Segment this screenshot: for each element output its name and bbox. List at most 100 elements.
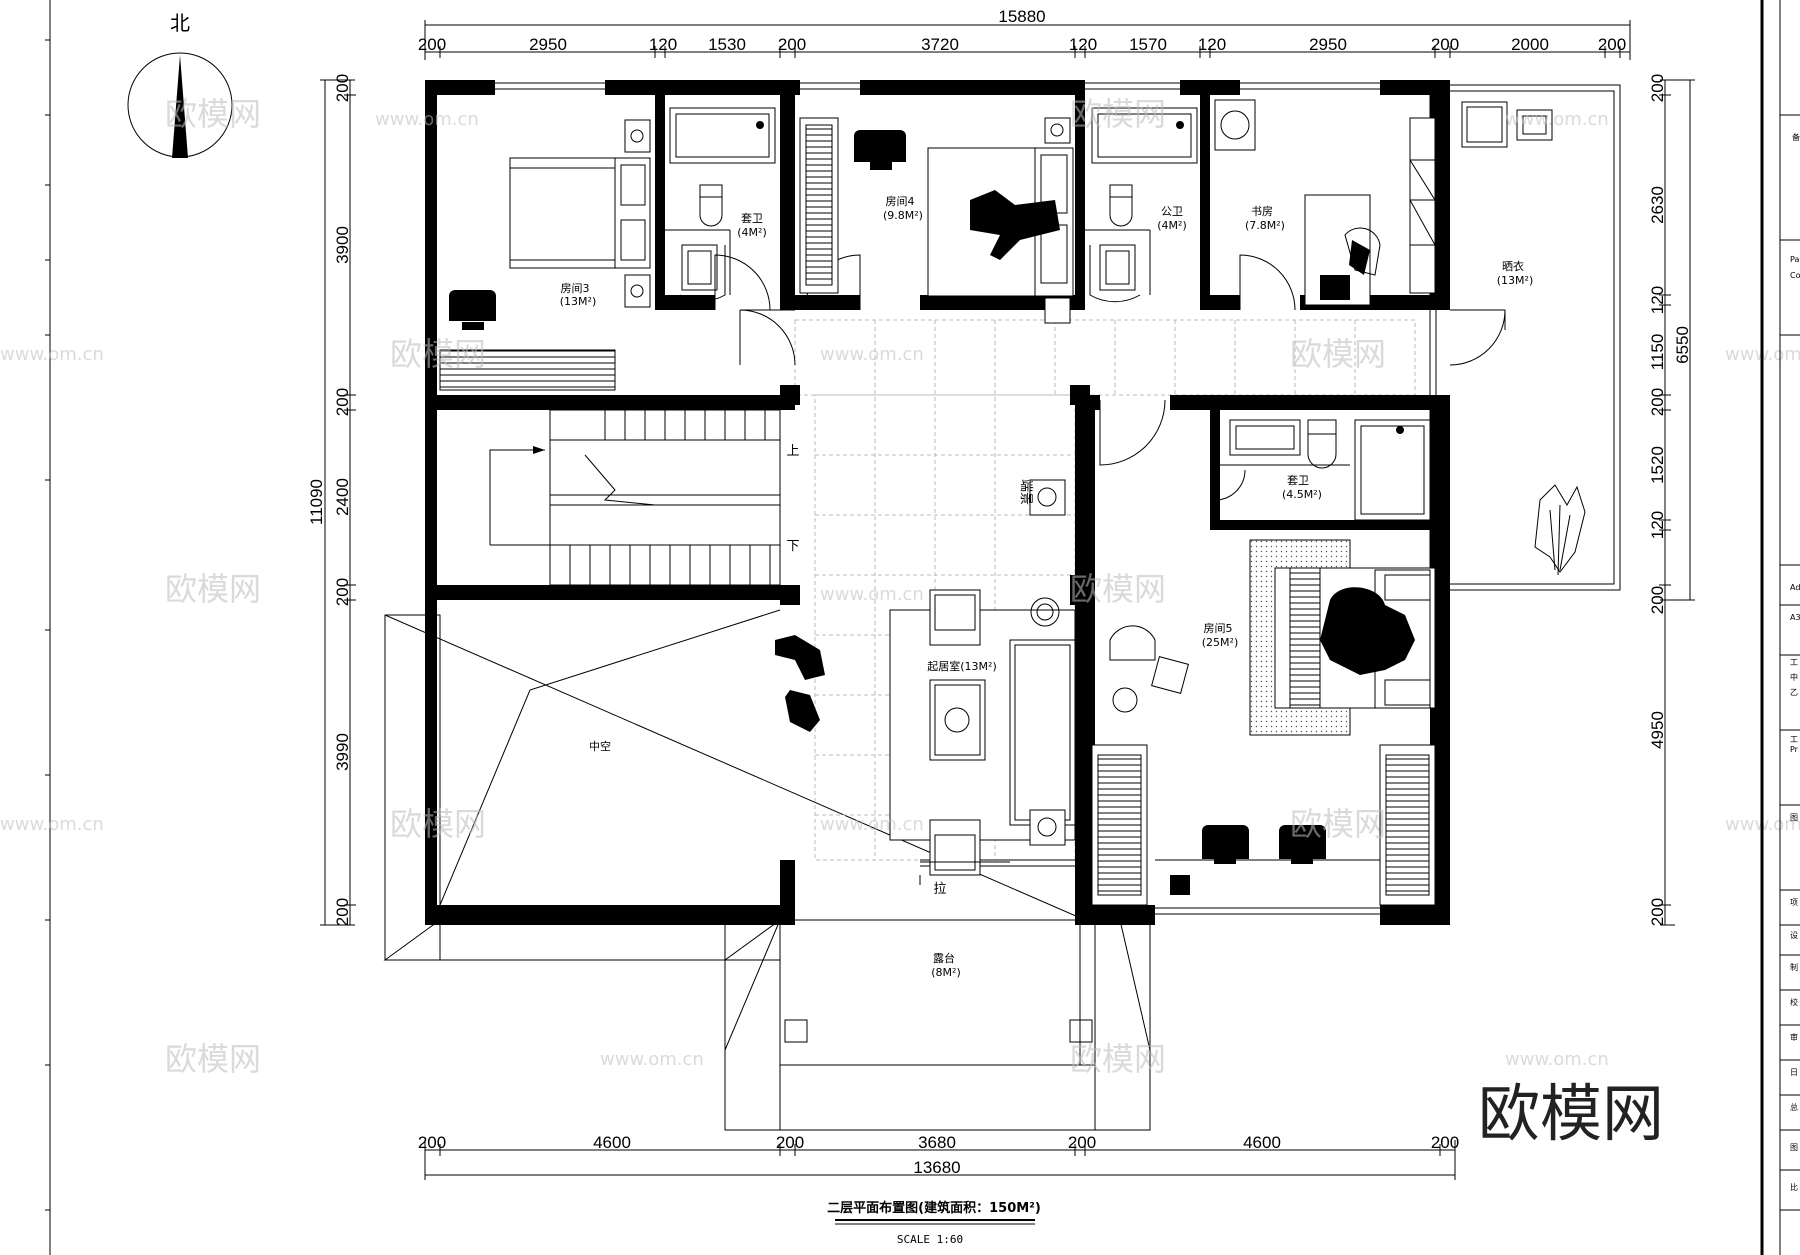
dimension-left: 11090 200 3900 200 2400 200 3990 200 — [307, 74, 356, 926]
bath2-area: (4.5M²) — [1282, 488, 1322, 501]
drawing-title: 二层平面布置图(建筑面积：150M²) SCALE 1:60 — [827, 1200, 1041, 1246]
watermark-url: www.om.cn — [0, 814, 104, 835]
dim-left-seg: 200 — [333, 388, 352, 416]
dim-left-seg: 2400 — [333, 478, 352, 516]
drying-name: 晒衣 — [1502, 259, 1524, 273]
windows — [427, 82, 1440, 915]
side-text: 设 — [1790, 930, 1798, 940]
pull-label: 拉 — [933, 882, 946, 897]
room4-furniture — [799, 117, 1074, 324]
dim-right-seg: 200 — [1648, 74, 1667, 102]
void-area — [439, 609, 781, 906]
dim-top-seg: 2000 — [1511, 35, 1549, 54]
side-text: Co — [1790, 271, 1800, 280]
watermarks: 欧模网 欧模网 欧模网 欧模网 欧模网 欧模网 欧模网 欧模网 欧模网 欧模网 … — [0, 95, 1800, 1078]
study-name: 书房 — [1251, 205, 1273, 218]
dim-top-seg: 120 — [649, 35, 677, 54]
dim-left-seg: 3900 — [333, 226, 352, 264]
side-text: 日 — [1790, 1068, 1798, 1077]
room5-furniture — [1091, 539, 1436, 906]
side-text: 总 — [1790, 1102, 1798, 1112]
north-arrow: 北 — [127, 11, 233, 158]
dim-bottom-seg: 3680 — [918, 1133, 956, 1152]
watermark-url: www.om.cn — [375, 109, 479, 130]
dim-right-seg: 1520 — [1648, 446, 1667, 484]
doors — [679, 245, 1506, 501]
side-text: 审 — [1790, 1032, 1798, 1042]
dim-left-seg: 200 — [333, 74, 352, 102]
dim-top-seg: 2950 — [529, 35, 567, 54]
watermark-url: www.om.cn — [820, 584, 924, 605]
terrace-name: 露台 — [933, 951, 955, 965]
public-bath-name: 公卫 — [1161, 205, 1183, 218]
title-block: 备 Pa Co Ad A3 工 中 乙 工 Pr 图 项 设 制 校 审 日 总… — [1760, 0, 1800, 1255]
public-bath-area: (4M²) — [1157, 219, 1186, 232]
bath2-fixtures — [1220, 419, 1431, 521]
end-view-label: 端景 — [1018, 479, 1033, 505]
room5-name: 房间5 — [1204, 622, 1233, 635]
dim-right-seg: 120 — [1648, 286, 1667, 314]
stair-down-label: 下 — [786, 539, 799, 554]
dim-bottom-seg: 4600 — [593, 1133, 631, 1152]
watermark-brand: 欧模网 — [165, 570, 261, 608]
bath2-name: 套卫 — [1287, 474, 1309, 487]
dim-bottom-seg: 200 — [776, 1133, 804, 1152]
room3-name: 房间3 — [561, 282, 590, 295]
staircase — [489, 409, 781, 586]
side-text: Ad — [1790, 583, 1800, 592]
side-text: A3 — [1790, 613, 1800, 622]
dim-top-seg: 1530 — [708, 35, 746, 54]
left-margin-ruler — [45, 0, 51, 1255]
watermark-brand: 欧模网 — [165, 1040, 261, 1078]
dim-right-seg: 200 — [1648, 898, 1667, 926]
watermark-brand: 欧模网 — [1070, 1040, 1166, 1078]
dim-right-seg: 4950 — [1648, 711, 1667, 749]
room3-furniture — [439, 119, 651, 391]
dim-right-seg: 200 — [1648, 586, 1667, 614]
watermark-url: www.om.cn — [0, 344, 104, 365]
drying-area-outline — [1429, 84, 1621, 591]
watermark-brand: 欧模网 — [390, 335, 486, 373]
dim-top-seg: 200 — [1431, 35, 1459, 54]
dimension-top: 15880 200 2950 120 1530 200 3720 120 157… — [418, 7, 1631, 60]
dimension-bottom: 200 4600 200 3680 200 4600 200 13680 — [418, 1133, 1459, 1180]
brand-logo: 欧模网 — [1478, 1077, 1664, 1150]
dim-left-seg: 200 — [333, 898, 352, 926]
drawing-title-text: 二层平面布置图(建筑面积：150M²) — [827, 1200, 1041, 1216]
public-bath-fixtures — [1085, 107, 1198, 295]
side-text: 校 — [1790, 997, 1798, 1007]
dim-top-total: 15880 — [998, 7, 1045, 26]
side-text: 制 — [1790, 962, 1798, 972]
side-text: 工 — [1790, 658, 1798, 667]
side-text: 比 — [1790, 1182, 1798, 1192]
watermark-brand: 欧模网 — [165, 95, 261, 133]
drying-fixtures — [1461, 101, 1586, 576]
side-text: 乙 — [1790, 688, 1798, 697]
side-text: Pa — [1790, 255, 1799, 264]
watermark-brand: 欧模网 — [1290, 805, 1386, 843]
side-text: 项 — [1790, 898, 1798, 907]
side-text: 图 — [1790, 1143, 1798, 1152]
room4-area: (9.8M²) — [883, 209, 923, 222]
side-text: 备 — [1792, 132, 1800, 142]
watermark-url: www.om.cn — [600, 1049, 704, 1070]
dim-bottom-seg: 200 — [418, 1133, 446, 1152]
side-text: Pr — [1790, 745, 1799, 754]
study-furniture — [1214, 99, 1436, 306]
dim-top-seg: 120 — [1069, 35, 1097, 54]
dim-left-seg: 200 — [333, 578, 352, 606]
dim-top-seg: 200 — [418, 35, 446, 54]
bath1-name: 套卫 — [741, 212, 763, 225]
watermark-url: www.om.cn — [820, 344, 924, 365]
dim-right-total: 6550 — [1673, 326, 1692, 364]
side-text: 工 — [1790, 735, 1798, 744]
dim-top-seg: 1570 — [1129, 35, 1167, 54]
watermark-brand: 欧模网 — [1290, 335, 1386, 373]
dim-right-seg: 1150 — [1648, 334, 1667, 371]
dim-bottom-total: 13680 — [913, 1158, 960, 1177]
watermark-brand: 欧模网 — [1070, 570, 1166, 608]
room3-area: (13M²) — [560, 295, 596, 308]
dim-left-total: 11090 — [307, 479, 326, 525]
study-area: (7.8M²) — [1245, 219, 1285, 232]
